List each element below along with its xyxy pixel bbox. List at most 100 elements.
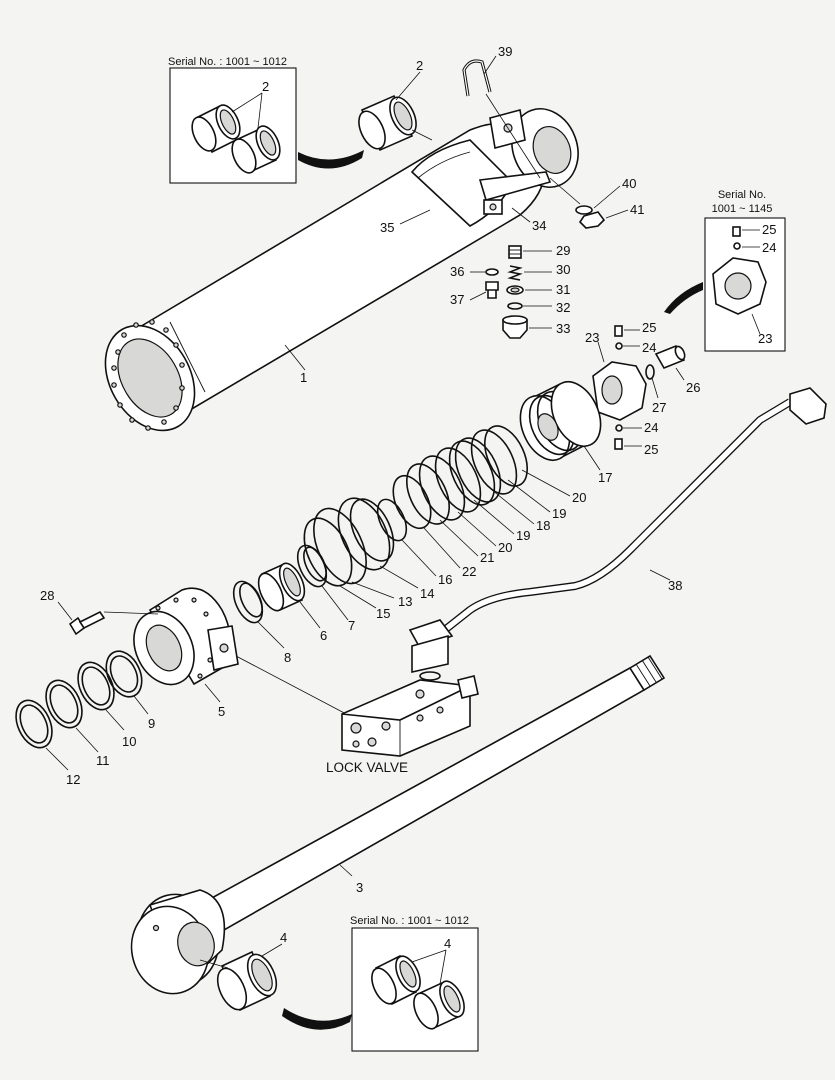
callout-8: 8 bbox=[284, 650, 291, 665]
setscrew-25 bbox=[614, 325, 623, 337]
ring-20b bbox=[418, 455, 466, 521]
check-valve-stack: 29 30 31 32 33 36 37 bbox=[450, 243, 570, 339]
lock-valve-label: LOCK VALVE bbox=[326, 760, 408, 775]
pipe-flange-lower bbox=[408, 619, 454, 649]
callout-27: 27 bbox=[652, 400, 666, 415]
callout-18: 18 bbox=[536, 518, 550, 533]
bushing-inset-d bbox=[413, 980, 465, 1030]
ring-10 bbox=[77, 661, 115, 711]
callout-3: 3 bbox=[356, 880, 363, 895]
callout-20b: 20 bbox=[498, 540, 512, 555]
inset-arrow-bottom bbox=[282, 1008, 352, 1030]
callout-15: 15 bbox=[376, 606, 390, 621]
callout-12: 12 bbox=[66, 772, 80, 787]
callout-4b: 4 bbox=[444, 936, 451, 951]
flange-holes bbox=[111, 319, 185, 431]
u-bolt-39: 39 bbox=[462, 44, 541, 179]
oring-32 bbox=[507, 302, 523, 310]
callout-5: 5 bbox=[218, 704, 225, 719]
inset-top-left: Serial No. : 1001 ~ 1012 2 bbox=[168, 56, 297, 184]
callout-31: 31 bbox=[556, 282, 570, 297]
ball-24-inset bbox=[733, 242, 741, 250]
piston-nut-group: 23 25 24 26 27 24 25 bbox=[585, 320, 700, 457]
callout-20a: 20 bbox=[572, 490, 586, 505]
callout-25b: 25 bbox=[642, 320, 656, 335]
callout-29: 29 bbox=[556, 243, 570, 258]
bushing-4: 4 bbox=[199, 930, 287, 1012]
callout-13: 13 bbox=[398, 594, 412, 609]
callout-7: 7 bbox=[348, 618, 355, 633]
ring-18a bbox=[454, 437, 502, 503]
serial-note-top-left: Serial No. : 1001 ~ 1012 bbox=[168, 56, 287, 68]
callout-4a: 4 bbox=[280, 930, 287, 945]
callout-26: 26 bbox=[686, 380, 700, 395]
setscrew-25-lower bbox=[614, 438, 623, 450]
bolt-28: 28 bbox=[40, 588, 159, 636]
pipe-clamp-bracket bbox=[478, 171, 552, 201]
ring-18b bbox=[448, 440, 496, 506]
callout-33: 33 bbox=[556, 321, 570, 336]
seal-rings-18-22: 20 19 18 19 20 21 22 bbox=[392, 425, 586, 579]
plug-29 bbox=[508, 245, 522, 259]
ring-19a bbox=[470, 429, 518, 495]
ring-20a bbox=[484, 425, 528, 487]
serial-note-right-1: Serial No. bbox=[718, 189, 766, 201]
callout-24a: 24 bbox=[762, 240, 776, 255]
oring-27 bbox=[645, 364, 655, 380]
bolt-37 bbox=[485, 281, 499, 299]
callout-10: 10 bbox=[122, 734, 136, 749]
serial-note-right-2: 1001 ~ 1145 bbox=[712, 203, 773, 215]
callout-23a: 23 bbox=[758, 331, 772, 346]
head-seals: 16 14 13 15 7 6 8 bbox=[232, 497, 452, 665]
serial-note-bottom: Serial No. : 1001 ~ 1012 bbox=[350, 915, 469, 927]
callout-23b: 23 bbox=[585, 330, 599, 345]
callout-37: 37 bbox=[450, 292, 464, 307]
callout-19a: 19 bbox=[552, 506, 566, 521]
washer-nut-40-41: 40 41 bbox=[549, 176, 644, 229]
piston-17: 17 bbox=[519, 381, 612, 485]
ring-19b bbox=[434, 447, 482, 513]
pipe-38: 38 bbox=[408, 387, 827, 681]
callout-25a: 25 bbox=[762, 222, 776, 237]
callout-17: 17 bbox=[598, 470, 612, 485]
callout-2a: 2 bbox=[262, 79, 269, 94]
callout-36: 36 bbox=[450, 264, 464, 279]
bushing-2: 2 bbox=[358, 58, 433, 152]
ring-12 bbox=[15, 699, 53, 749]
callout-14: 14 bbox=[420, 586, 434, 601]
ball-24 bbox=[615, 342, 623, 350]
inset-arrow-top bbox=[298, 150, 364, 169]
ring-22 bbox=[392, 474, 432, 530]
ring-9 bbox=[105, 650, 143, 698]
callout-38: 38 bbox=[668, 578, 682, 593]
ring-11 bbox=[45, 679, 83, 729]
washer-36 bbox=[485, 268, 499, 276]
callout-21: 21 bbox=[480, 550, 494, 565]
cylinder-tube: 1 bbox=[104, 108, 579, 432]
bushing-inset-a bbox=[191, 104, 241, 154]
wiper-seals: 9 10 11 12 bbox=[15, 650, 155, 787]
callout-24c: 24 bbox=[644, 420, 658, 435]
callout-24b: 24 bbox=[642, 340, 656, 355]
callout-16: 16 bbox=[438, 572, 452, 587]
ring-16 bbox=[376, 498, 408, 542]
gland-5: 5 bbox=[133, 587, 351, 719]
ring-14 bbox=[337, 497, 391, 571]
ring-15 bbox=[303, 517, 353, 587]
ring-21 bbox=[406, 463, 450, 525]
callout-22: 22 bbox=[462, 564, 476, 579]
inset-right: Serial No. 1001 ~ 1145 25 24 23 bbox=[704, 189, 786, 352]
inset-bottom: Serial No. : 1001 ~ 1012 4 bbox=[350, 915, 479, 1052]
setscrew-25-inset bbox=[732, 226, 741, 237]
callout-2b: 2 bbox=[416, 58, 423, 73]
callout-25c: 25 bbox=[644, 442, 658, 457]
callout-39: 39 bbox=[498, 44, 512, 59]
callout-6: 6 bbox=[320, 628, 327, 643]
ball-24-lower bbox=[615, 424, 623, 432]
callout-35: 35 bbox=[380, 220, 394, 235]
callout-19b: 19 bbox=[516, 528, 530, 543]
callout-41: 41 bbox=[630, 202, 644, 217]
bushing-inset-b bbox=[231, 125, 281, 174]
